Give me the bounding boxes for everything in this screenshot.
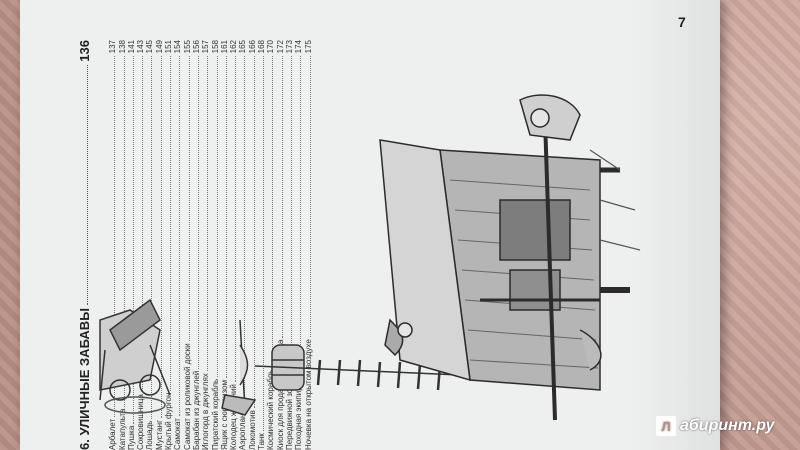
page-number: 7: [678, 14, 686, 30]
watermark-text: абиринт.ру: [680, 417, 775, 434]
page-shadow: [630, 0, 720, 450]
cannon-sketch: [99, 298, 171, 414]
watermark: Л абиринт.ру: [656, 416, 775, 436]
labirint-logo-icon: Л: [656, 416, 676, 436]
treehouse-sketch: [379, 94, 641, 421]
barrel-sketch: [221, 319, 461, 416]
